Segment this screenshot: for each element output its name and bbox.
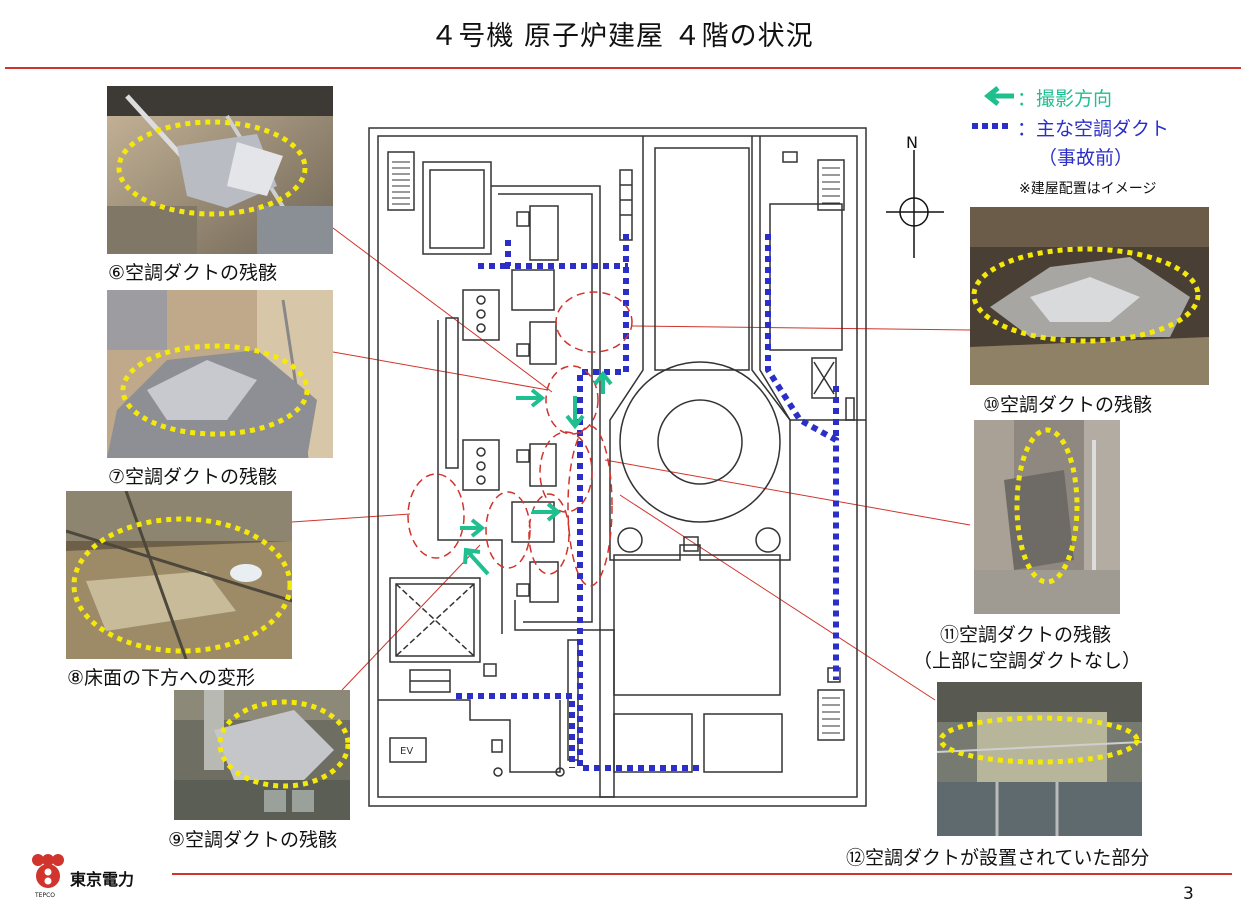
photo-10 (970, 207, 1209, 385)
building-walls (368, 127, 867, 807)
legend-arrow-icon (983, 86, 1014, 106)
tepco-logo-text: 東京電力 (70, 870, 135, 889)
photo-8 (66, 491, 292, 659)
tepco-logo-icon (32, 854, 64, 888)
ev-label: EV (400, 746, 413, 757)
location-markers (407, 291, 633, 587)
tepco-logo-sub: TEPCO (35, 892, 55, 899)
legend-duct-sub: （事故前） (1038, 147, 1134, 169)
north-label: N (906, 133, 918, 152)
caption-7: ⑦空調ダクトの残骸 (108, 466, 278, 488)
page-title: ４号機 原子炉建屋 ４階の状況 (430, 21, 814, 52)
photo-12 (937, 682, 1142, 836)
caption-9: ⑨空調ダクトの残骸 (168, 829, 338, 851)
photo-11 (974, 420, 1120, 614)
legend-duct-label: ：主な空調ダクト (1017, 118, 1170, 140)
caption-11-sub: （上部に空調ダクトなし） (913, 650, 1142, 672)
leader-lines (291, 227, 971, 701)
title-divider (5, 67, 1241, 69)
direction-arrows (460, 370, 613, 576)
caption-10: ⑩空調ダクトの残骸 (983, 394, 1153, 416)
photo-6 (107, 86, 333, 254)
footer-divider (172, 873, 1232, 875)
caption-8: ⑧床面の下方への変形 (67, 667, 256, 689)
photo-7 (107, 290, 333, 458)
caption-6: ⑥空調ダクトの残骸 (108, 262, 278, 284)
north-compass-icon (886, 150, 944, 258)
caption-12: ⑫空調ダクトが設置されていた部分 (846, 847, 1150, 869)
photo-9 (174, 690, 350, 820)
caption-11: ⑪空調ダクトの残骸 (940, 624, 1112, 646)
duct-routes (456, 234, 839, 771)
legend-direction-label: ：撮影方向 (1017, 88, 1113, 110)
layout-note: ※建屋配置はイメージ (1019, 181, 1157, 197)
page-number: 3 (1183, 884, 1194, 904)
